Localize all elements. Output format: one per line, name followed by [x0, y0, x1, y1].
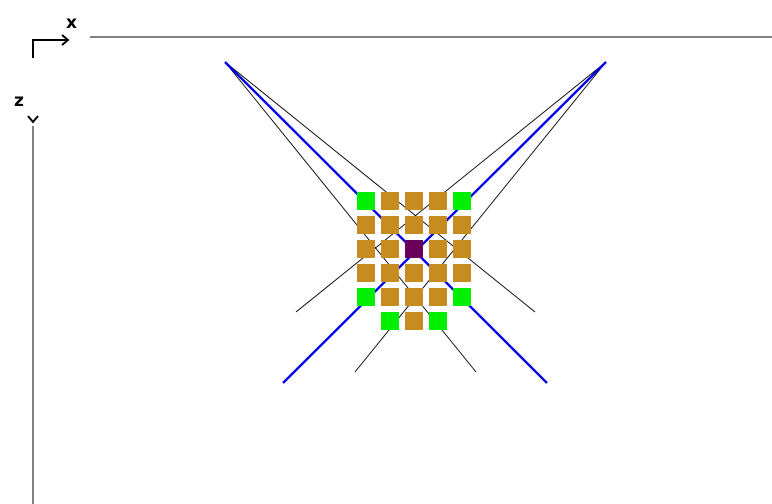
- grid-cell-default: [429, 240, 447, 258]
- thin-ray: [224, 61, 536, 313]
- grid-cell-edge: [429, 312, 447, 330]
- grid-cell-default: [381, 264, 399, 282]
- z-direction-arrow: [27, 115, 39, 124]
- axis-indicator: x z: [14, 13, 77, 124]
- grid-cell-default: [429, 288, 447, 306]
- grid-cell-default: [405, 216, 423, 234]
- grid-cell-default: [453, 240, 471, 258]
- grid-cell-default: [357, 240, 375, 258]
- grid-cell-edge: [381, 312, 399, 330]
- grid-cell-default: [381, 216, 399, 234]
- grid-cell-edge: [453, 192, 471, 210]
- grid-cell-default: [453, 264, 471, 282]
- grid-cell-default: [405, 312, 423, 330]
- grid-cell-default: [429, 216, 447, 234]
- grid-cell-default: [405, 192, 423, 210]
- grid-cell-edge: [357, 192, 375, 210]
- grid-cell-edge: [357, 288, 375, 306]
- grid-cell-center: [405, 240, 423, 258]
- grid-cell-default: [381, 192, 399, 210]
- grid-cell-default: [429, 192, 447, 210]
- grid-cell-default: [453, 216, 471, 234]
- x-axis-label: x: [66, 13, 77, 33]
- grid-cell-default: [429, 264, 447, 282]
- grid-cell-default: [357, 216, 375, 234]
- grid-cell-default: [357, 264, 375, 282]
- grid-cell-edge: [453, 288, 471, 306]
- thin-ray: [295, 61, 607, 313]
- grid-cell-default: [381, 288, 399, 306]
- z-axis-label: z: [14, 91, 24, 111]
- cell-grid: [357, 192, 471, 330]
- x-direction-arrow: [32, 34, 70, 58]
- axes: [32, 36, 772, 504]
- grid-cell-default: [381, 240, 399, 258]
- grid-cell-default: [405, 288, 423, 306]
- grid-cell-default: [405, 264, 423, 282]
